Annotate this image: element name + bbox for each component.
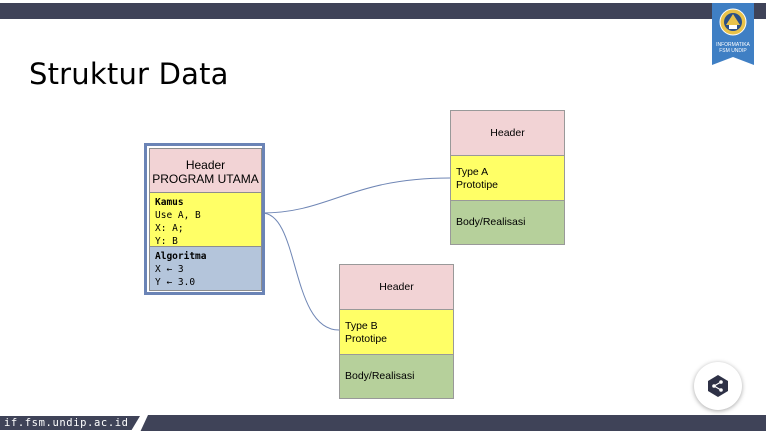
undip-seal-icon bbox=[712, 3, 754, 65]
type-b-header: Header bbox=[339, 264, 454, 310]
type-a-type-label: Type A bbox=[456, 166, 489, 178]
connector-to-type-b bbox=[261, 212, 340, 331]
kamus-line: Use A, B bbox=[155, 210, 201, 221]
type-b-prototype: Type B Prototipe bbox=[339, 309, 454, 355]
share-icon bbox=[708, 375, 728, 397]
type-b-prototipe-label: Prototipe bbox=[345, 333, 388, 345]
slide-title: Struktur Data bbox=[29, 57, 229, 91]
type-b-body: Body/Realisasi bbox=[339, 354, 454, 399]
type-b-type-label: Type B bbox=[345, 320, 378, 332]
type-a-header: Header bbox=[450, 110, 565, 156]
kamus-line: X: A; bbox=[155, 223, 184, 234]
undip-logo: INFORMATIKA FSM UNDIP bbox=[712, 3, 754, 65]
kamus-line: Y: B bbox=[155, 236, 178, 247]
top-bar bbox=[0, 3, 766, 19]
main-header-section: Header PROGRAM UTAMA bbox=[149, 148, 262, 193]
type-a-prototype: Type A Prototipe bbox=[450, 155, 565, 201]
type-a-body: Body/Realisasi bbox=[450, 200, 565, 245]
main-program-box: Header PROGRAM UTAMA Kamus Use A, B X: A… bbox=[144, 143, 265, 295]
logo-text-line2: FSM UNDIP bbox=[719, 48, 747, 54]
connector-to-type-a bbox=[261, 177, 451, 214]
footer-url[interactable]: if.fsm.undip.ac.id bbox=[0, 416, 140, 430]
algoritma-line: Y ← 3.0 bbox=[155, 277, 196, 288]
algoritma-section: Algoritma X ← 3 Y ← 3.0 bbox=[149, 246, 262, 291]
share-button[interactable] bbox=[694, 362, 742, 410]
main-header-line2: PROGRAM UTAMA bbox=[152, 172, 259, 186]
kamus-title: Kamus bbox=[155, 197, 184, 208]
algoritma-line: X ← 3 bbox=[155, 264, 184, 275]
type-a-prototipe-label: Prototipe bbox=[456, 179, 499, 191]
bottom-bar bbox=[0, 415, 766, 431]
main-header-line1: Header bbox=[185, 158, 226, 172]
kamus-section: Kamus Use A, B X: A; Y: B bbox=[149, 192, 262, 247]
algoritma-title: Algoritma bbox=[155, 251, 207, 262]
logo-text-line1: INFORMATIKA bbox=[716, 42, 750, 48]
